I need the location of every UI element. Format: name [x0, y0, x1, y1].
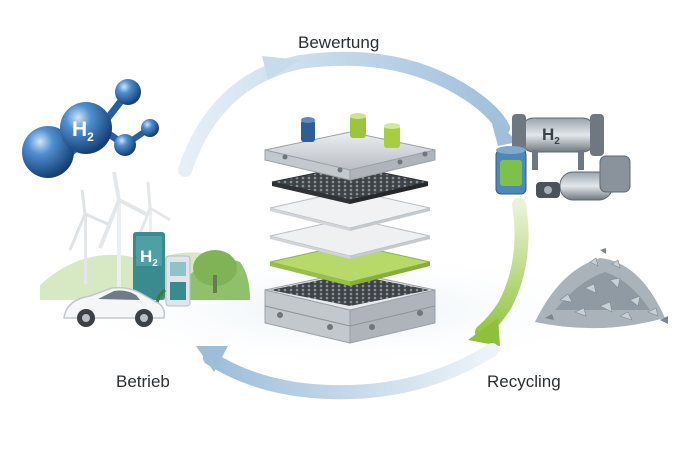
stack-base-plate [264, 271, 436, 344]
cycle-arrow-right [468, 198, 529, 346]
testing-equipment-icon: H2 [495, 114, 631, 201]
svg-text:H2: H2 [542, 125, 560, 147]
stage-label-operation: Betrieb [116, 372, 170, 391]
stage-label-recycling: Recycling [487, 372, 561, 391]
car-icon [63, 286, 166, 327]
svg-text:H2: H2 [140, 247, 158, 269]
cycle-arrow-bottom [196, 343, 499, 400]
gas-diffusion-layer-lower [269, 217, 431, 259]
svg-text:H2: H2 [72, 118, 94, 144]
hydrogen-molecule-icon: H2 [22, 79, 159, 178]
recycled-material-pile-icon [535, 248, 668, 329]
stack-top-plate [264, 113, 436, 181]
operation-scene: H2 [40, 171, 250, 327]
fuel-cell-stack-icon [264, 113, 436, 344]
catalyst-mesh-layer [271, 165, 429, 204]
membrane-layer [269, 243, 431, 286]
hydrogen-station-icon: H2 [133, 232, 191, 319]
cycle-arrow-top [178, 51, 518, 177]
stage-label-evaluation: Bewertung [298, 33, 380, 52]
